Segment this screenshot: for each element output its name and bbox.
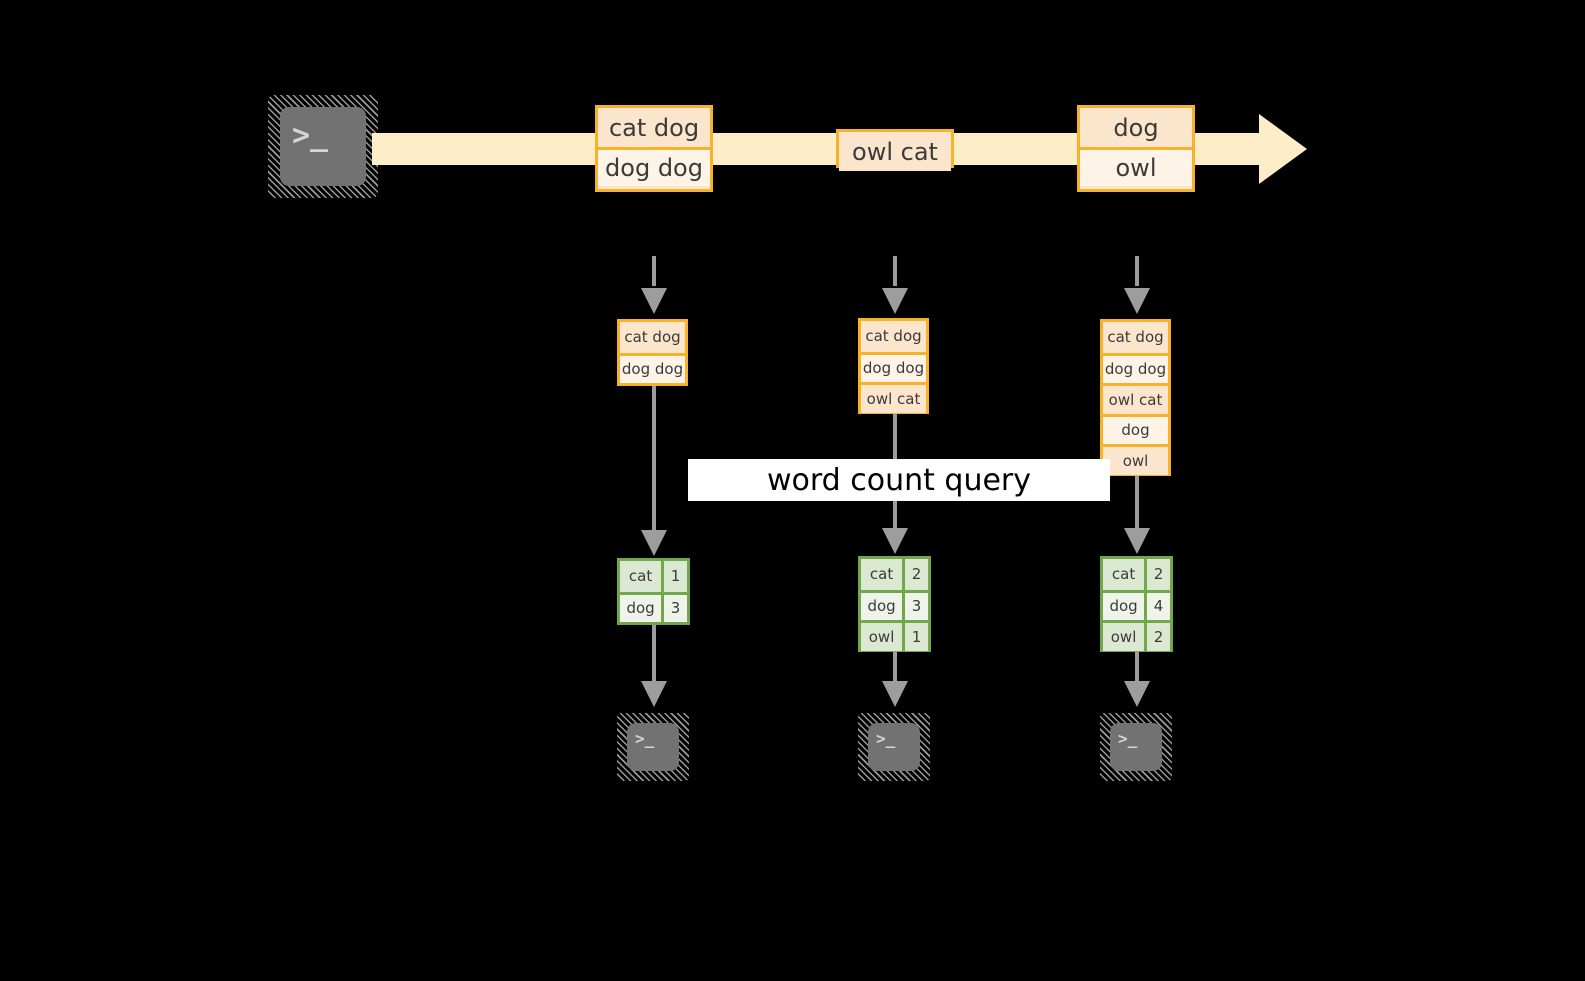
snapshot-2-trigger-arrowhead <box>882 288 908 314</box>
snapshot-1-query-arrowhead <box>641 530 667 556</box>
count-value: 3 <box>661 594 687 622</box>
terminal-prompt-glyph: >_ <box>1118 729 1138 748</box>
input-line: cat dog <box>620 322 685 353</box>
terminal-screen: >_ <box>1110 723 1162 771</box>
record-line: owl <box>1080 147 1192 186</box>
query-label-banner: word count query <box>688 459 1110 501</box>
input-line: cat dog <box>1103 322 1168 353</box>
count-row: owl 2 <box>1103 620 1170 651</box>
input-line: dog dog <box>861 351 926 382</box>
snapshot-2-query-arrowhead <box>882 528 908 554</box>
snapshot-1-sink-arrowhead <box>641 681 667 707</box>
stream-batch-3: dog owl <box>1077 105 1195 192</box>
count-row: owl 1 <box>861 620 928 651</box>
terminal-prompt-glyph: >_ <box>876 729 896 748</box>
snapshot-1-trigger-line <box>652 256 656 286</box>
count-word: owl <box>1103 623 1145 651</box>
snapshot-3-sink-arrowhead <box>1124 681 1150 707</box>
input-line: owl cat <box>1103 383 1168 414</box>
count-row: cat 2 <box>861 559 928 590</box>
count-value: 4 <box>1144 592 1170 620</box>
terminal-screen: >_ <box>868 723 920 771</box>
count-row: cat 2 <box>1103 559 1170 590</box>
stream-batch-1: cat dog dog dog <box>595 105 713 192</box>
snapshot-3-query-arrowhead <box>1124 528 1150 554</box>
snapshot-1-input-table: cat dog dog dog <box>617 319 688 386</box>
snapshot-3-trigger-arrowhead <box>1124 288 1150 314</box>
snapshot-2-result-table: cat 2 dog 3 owl 1 <box>858 556 931 652</box>
count-row: dog 3 <box>861 589 928 620</box>
count-row: cat 1 <box>620 561 687 592</box>
count-row: dog 4 <box>1103 589 1170 620</box>
snapshot-3-result-table: cat 2 dog 4 owl 2 <box>1100 556 1173 652</box>
input-line: dog <box>1103 413 1168 444</box>
snapshot-1-sink-line <box>652 625 656 683</box>
count-word: cat <box>1103 559 1145 590</box>
count-word: dog <box>861 592 903 620</box>
snapshot-1-query-line <box>652 386 656 532</box>
stream-timeline-arrowhead <box>1259 114 1307 184</box>
input-line: dog dog <box>1103 352 1168 383</box>
snapshot-2-sink-terminal-icon: >_ <box>858 713 930 781</box>
record-line: owl cat <box>839 132 951 171</box>
count-value: 3 <box>902 592 928 620</box>
count-value: 1 <box>661 561 687 592</box>
snapshot-2-trigger-line <box>893 256 897 286</box>
snapshot-3-input-table: cat dog dog dog owl cat dog owl <box>1100 319 1171 476</box>
snapshot-3-sink-terminal-icon: >_ <box>1100 713 1172 781</box>
record-line: cat dog <box>598 108 710 147</box>
snapshot-3-query-line <box>1135 476 1139 530</box>
query-label-text: word count query <box>766 462 1032 498</box>
snapshot-2-sink-line <box>893 652 897 683</box>
terminal-screen: >_ <box>627 723 679 771</box>
snapshot-2-input-table: cat dog dog dog owl cat <box>858 318 929 414</box>
count-word: cat <box>861 559 903 590</box>
snapshot-1-result-table: cat 1 dog 3 <box>617 558 690 625</box>
count-value: 2 <box>1144 559 1170 590</box>
count-word: owl <box>861 623 903 651</box>
terminal-prompt-glyph: >_ <box>292 118 329 153</box>
count-value: 2 <box>1144 623 1170 651</box>
input-line: cat dog <box>861 321 926 352</box>
stream-batch-2: owl cat <box>836 129 954 171</box>
count-word: dog <box>620 594 662 622</box>
record-line: dog dog <box>598 147 710 186</box>
record-line: dog <box>1080 108 1192 147</box>
input-line: owl cat <box>861 382 926 413</box>
count-word: dog <box>1103 592 1145 620</box>
snapshot-3-trigger-line <box>1135 256 1139 286</box>
count-value: 1 <box>902 623 928 651</box>
count-word: cat <box>620 561 662 592</box>
snapshot-1-sink-terminal-icon: >_ <box>617 713 689 781</box>
snapshot-1-trigger-arrowhead <box>641 288 667 314</box>
input-line: owl <box>1103 444 1168 475</box>
snapshot-3-sink-line <box>1135 652 1139 683</box>
count-row: dog 3 <box>620 591 687 622</box>
terminal-screen: >_ <box>280 107 366 186</box>
terminal-prompt-glyph: >_ <box>635 729 655 748</box>
snapshot-2-sink-arrowhead <box>882 681 908 707</box>
input-line: dog dog <box>620 352 685 383</box>
count-value: 2 <box>902 559 928 590</box>
stream-source-terminal-icon: >_ <box>268 95 378 198</box>
